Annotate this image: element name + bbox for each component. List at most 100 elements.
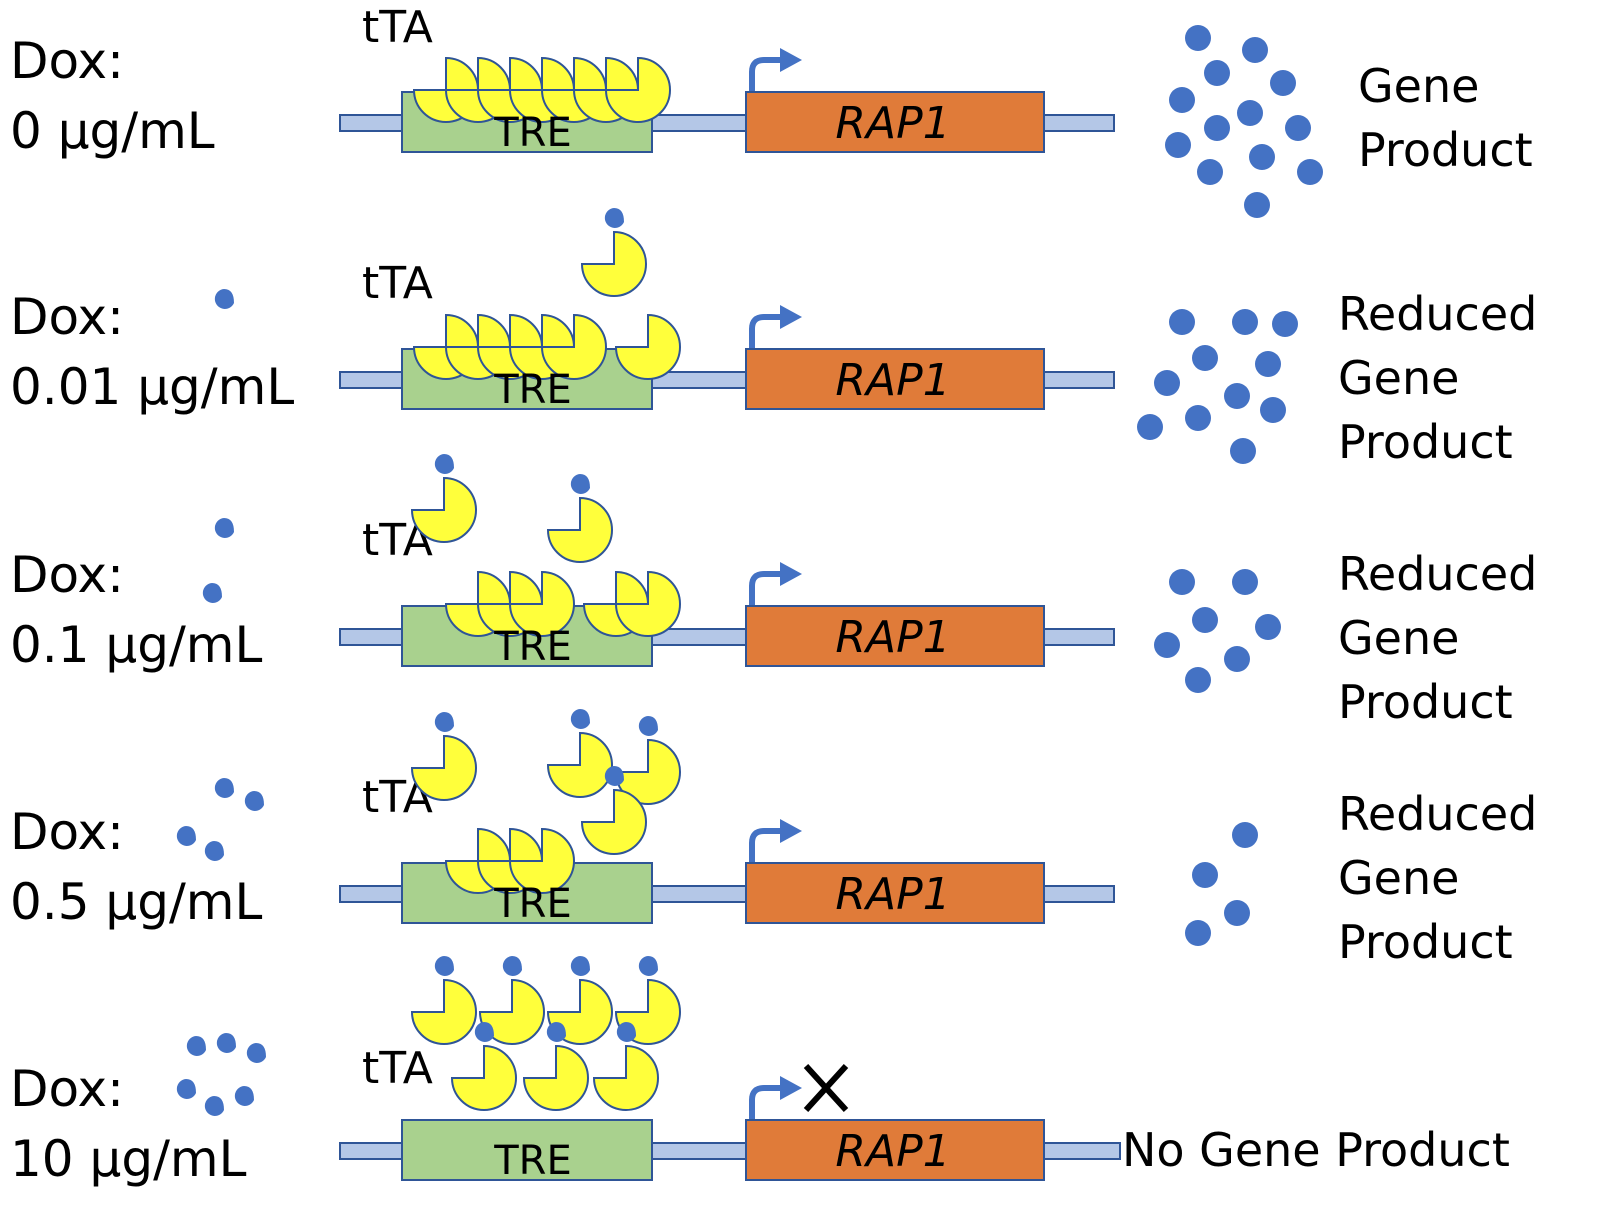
doxycycline-molecule-icon xyxy=(176,1079,196,1099)
gene-product-dot xyxy=(1185,667,1211,693)
tta-protein xyxy=(546,731,613,798)
gene-box xyxy=(745,605,1045,667)
tta-label: tTA xyxy=(362,1043,433,1094)
tta-protein xyxy=(580,230,647,297)
transcription-arrow-icon xyxy=(749,314,782,349)
gene-product-dot xyxy=(1204,60,1230,86)
gene-product-dot xyxy=(1154,370,1180,396)
gene-label: RAP1 xyxy=(835,612,950,663)
tta-protein xyxy=(450,1044,517,1111)
product-label-line: Product xyxy=(1338,415,1513,469)
bound-tta-group xyxy=(444,827,575,894)
dox-concentration: 0.1 µg/mL xyxy=(10,616,263,674)
product-label-line: Product xyxy=(1338,675,1513,729)
tre-label: TRE xyxy=(493,367,572,413)
dox-bound-tta xyxy=(410,454,477,543)
gene-product-dot xyxy=(1272,311,1298,337)
gene-label: RAP1 xyxy=(835,98,950,149)
dox-concentration: 0.01 µg/mL xyxy=(10,358,294,416)
doxycycline-molecule-icon xyxy=(244,791,264,811)
tre-label: TRE xyxy=(493,1138,572,1184)
doxycycline-molecule-icon xyxy=(546,1022,566,1042)
tta-protein xyxy=(522,1044,589,1111)
gene-product-dot xyxy=(1224,383,1250,409)
doxycycline-molecule-icon xyxy=(204,1096,224,1116)
doxycycline-molecule-icon xyxy=(214,518,234,538)
transcription-arrowhead-icon xyxy=(780,819,802,843)
doxycycline-molecule-icon xyxy=(638,716,658,736)
gene-product-dot xyxy=(1192,607,1218,633)
gene-product-dots xyxy=(1137,309,1298,464)
gene-product-dot xyxy=(1137,414,1163,440)
gene-product-dot xyxy=(1255,351,1281,377)
dna-strand xyxy=(339,628,1115,646)
product-label-line: Gene xyxy=(1338,851,1459,905)
gene-product-dot xyxy=(1185,25,1211,51)
gene-label: RAP1 xyxy=(835,355,950,406)
gene-product-dots xyxy=(1165,25,1323,218)
diagram-row-0: Dox: 0 µg/mL tTA TRE RAP1 xyxy=(10,2,1533,218)
doxycycline-molecule-icon xyxy=(570,474,590,494)
gene-product-dot xyxy=(1232,822,1258,848)
transcription-arrowhead-icon xyxy=(780,305,802,329)
gene-box xyxy=(745,862,1045,924)
diagram-row-1: Dox: 0.01 µg/mL tTA TRE RAP1 xyxy=(10,208,1537,469)
gene-product-dot xyxy=(1169,569,1195,595)
dox-label: Dox: xyxy=(10,546,124,604)
tta-protein xyxy=(614,313,681,380)
dox-bound-tta xyxy=(410,956,477,1045)
transcription-arrow-icon xyxy=(749,571,782,606)
dox-bound-tta xyxy=(522,1022,589,1111)
product-label-line: Product xyxy=(1338,915,1513,969)
doxycycline-molecule-icon xyxy=(246,1043,266,1063)
gene-product-dot xyxy=(1255,614,1281,640)
tre-element xyxy=(401,1119,653,1181)
product-label-line: Product xyxy=(1358,123,1533,177)
dox-concentration: 10 µg/mL xyxy=(10,1130,247,1188)
tta-protein xyxy=(580,788,647,855)
gene-product-dot xyxy=(1244,192,1270,218)
gene-product-dot xyxy=(1242,37,1268,63)
doxycycline-molecule-icon xyxy=(616,1022,636,1042)
product-label-line: Reduced xyxy=(1338,547,1537,601)
gene-product-dot xyxy=(1232,309,1258,335)
gene-product-dot xyxy=(1169,309,1195,335)
gene-label: RAP1 xyxy=(835,1126,950,1177)
product-label-line: Gene xyxy=(1338,611,1459,665)
tta-label: tTA xyxy=(362,2,433,53)
dox-label: Dox: xyxy=(10,288,124,346)
gene-product-dot xyxy=(1192,345,1218,371)
tta-protein xyxy=(410,734,477,801)
dox-label: Dox: xyxy=(10,1060,124,1118)
gene-product-dot xyxy=(1192,862,1218,888)
doxycycline-molecule-icon xyxy=(474,1022,494,1042)
gene-product-dot xyxy=(1285,115,1311,141)
transcription-arrow-icon xyxy=(749,828,782,863)
tre-label: TRE xyxy=(493,624,572,670)
product-label-line: Gene xyxy=(1358,59,1479,113)
gene-product-dot xyxy=(1185,920,1211,946)
tta-protein xyxy=(508,570,575,637)
gene-product-dot xyxy=(1224,900,1250,926)
dox-label: Dox: xyxy=(10,32,124,90)
tta-protein xyxy=(540,313,607,380)
bound-tta-group xyxy=(412,313,681,380)
blocked-transcription-x-icon xyxy=(803,1063,849,1113)
dox-bound-tta xyxy=(450,1022,517,1111)
bound-tta-group xyxy=(444,570,681,637)
product-label-line: Reduced xyxy=(1338,287,1537,341)
diagram-row-2: Dox: 0.1 µg/mL tTA TRE RA xyxy=(10,454,1537,729)
gene-product-dot xyxy=(1224,646,1250,672)
dox-bound-tta xyxy=(546,474,613,563)
tta-protein xyxy=(546,496,613,563)
gene-box xyxy=(745,1119,1045,1181)
transcription-arrowhead-icon xyxy=(780,48,802,72)
tta-protein xyxy=(508,827,575,894)
dox-bound-tta xyxy=(592,1022,659,1111)
gene-product-dot xyxy=(1169,87,1195,113)
doxycycline-molecule-icon xyxy=(434,454,454,474)
gene-product-dots xyxy=(1185,822,1258,946)
gene-product-dot xyxy=(1260,397,1286,423)
product-label-line: Gene xyxy=(1338,351,1459,405)
diagram-row-3: Dox: 0.5 µg/mL tTA TRE xyxy=(10,709,1537,969)
